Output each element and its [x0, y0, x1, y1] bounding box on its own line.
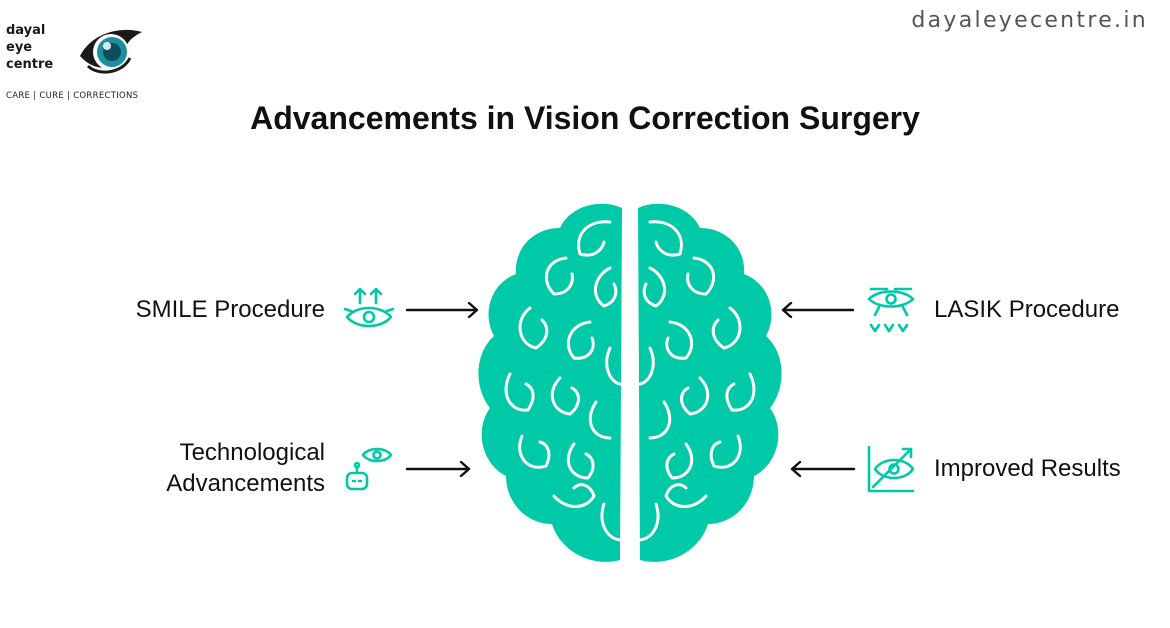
smile-procedure-label: SMILE Procedure — [135, 296, 325, 323]
page-title: Advancements in Vision Correction Surger… — [250, 100, 920, 136]
laser-eye-icon — [867, 287, 915, 333]
logo-line-2: eye — [6, 40, 33, 55]
eye-arrows-up-icon — [343, 287, 395, 328]
technological-advancements-label: Technological Advancements — [166, 437, 325, 499]
results-arrow — [790, 461, 856, 477]
eye-chart-icon — [867, 445, 915, 493]
lasik-procedure-label: LASIK Procedure — [934, 296, 1120, 323]
tech-label-line-2: Advancements — [166, 470, 325, 497]
lasik-arrow — [781, 302, 855, 318]
improved-results-label: Improved Results — [934, 455, 1121, 482]
website-link[interactable]: dayaleyecentre.in — [911, 8, 1148, 33]
tech-label-line-1: Technological — [179, 439, 325, 466]
logo-line-1: dayal — [6, 23, 46, 38]
brand-logo[interactable]: dayal eye centre CARE | CURE | CORRECTIO… — [6, 22, 156, 106]
eye-logo-icon — [80, 29, 142, 74]
tech-arrow — [405, 461, 471, 477]
robot-eye-icon — [345, 447, 393, 491]
smile-arrow — [405, 302, 479, 318]
logo-tagline: CARE | CURE | CORRECTIONS — [6, 91, 139, 101]
logo-wordmark: dayal eye centre — [6, 22, 53, 73]
logo-line-3: centre — [6, 57, 54, 72]
brain-illustration — [478, 203, 782, 562]
